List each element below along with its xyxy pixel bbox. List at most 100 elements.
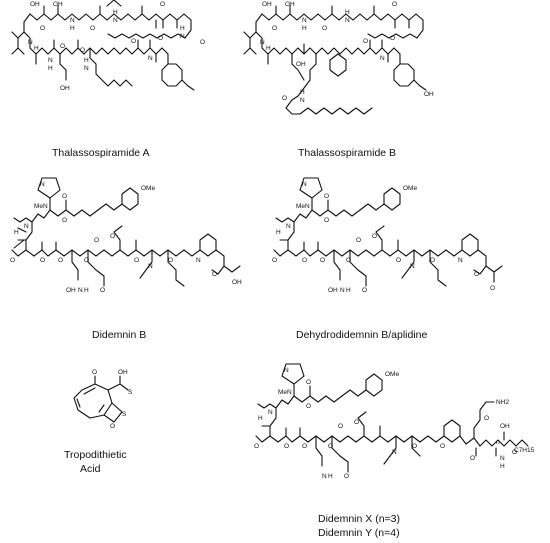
- atom-label: H: [500, 463, 505, 470]
- atom-label: O: [62, 193, 67, 200]
- caption-line: Tropodithietic: [64, 449, 127, 461]
- atom-label: O: [306, 379, 311, 386]
- atom-label: OMe: [403, 185, 417, 192]
- atom-label: H: [345, 9, 350, 16]
- atom-label: H: [328, 473, 333, 480]
- atom-label: S: [122, 411, 127, 418]
- caption-line: Acid: [80, 463, 101, 475]
- atom-label: O: [430, 257, 435, 264]
- atom-label: N: [78, 287, 83, 294]
- caption-line: Thalassospiramide A: [52, 147, 149, 159]
- atom-label: N: [84, 65, 89, 72]
- caption-thalassospiramide-b: Thalassospiramide B: [298, 147, 396, 159]
- atom-label: N: [70, 17, 75, 24]
- structure-dehydrodidemnin-b: N O O MeN OMe H N O O O O O O O N H O N …: [272, 177, 503, 294]
- atom-label: O: [134, 257, 139, 264]
- atom-label: O: [362, 287, 367, 294]
- atom-label: OH: [296, 61, 306, 68]
- atom-label: O: [396, 257, 401, 264]
- atom-label: H: [346, 287, 351, 294]
- atom-label: N: [302, 17, 307, 24]
- atom-label: O: [372, 233, 377, 240]
- atom-label: O: [440, 443, 445, 450]
- atom-label: N: [24, 223, 29, 230]
- atom-label: O: [168, 257, 173, 264]
- atom-label: O: [10, 257, 15, 264]
- atom-label: O: [131, 38, 136, 45]
- atom-label: OH: [424, 91, 434, 98]
- atom-label: O: [412, 443, 417, 450]
- atom-label: O: [363, 38, 368, 45]
- atom-label: N: [322, 473, 327, 480]
- atom-label: N: [380, 55, 385, 62]
- atom-label: O: [254, 443, 259, 450]
- atom-label: H: [70, 25, 75, 32]
- atom-label: N: [148, 263, 153, 270]
- atom-label: O: [302, 443, 307, 450]
- atom-label: O: [40, 25, 45, 32]
- atom-label: H: [113, 9, 118, 16]
- atom-label: N: [410, 263, 415, 270]
- caption-dehydrodidemnin-b: Dehydrodidemnin B/aplidine: [296, 329, 427, 341]
- atom-label: H: [84, 57, 89, 64]
- atom-label: N: [345, 17, 350, 24]
- atom-label: H: [300, 89, 305, 96]
- atom-label: O: [356, 237, 361, 244]
- atom-label: O: [484, 415, 489, 422]
- atom-label: OH: [66, 287, 76, 294]
- structure-didemnin-b: N O O MeN OMe H N O O O O O O O N H O N …: [10, 177, 242, 294]
- atom-label: O: [200, 39, 205, 46]
- atom-label: N: [392, 449, 397, 456]
- atom-label: OMe: [385, 371, 399, 378]
- caption-didemnin-x-y: Didemnin X (n=3) Didemnin Y (n=4): [318, 513, 400, 539]
- atom-label: H: [276, 229, 281, 236]
- atom-label: H: [258, 415, 263, 422]
- atom-label: H: [180, 25, 185, 32]
- caption-line: Thalassospiramide B: [298, 147, 396, 159]
- atom-label: O: [158, 35, 163, 42]
- atom-label: OH: [118, 369, 128, 376]
- atom-label: S: [128, 389, 133, 396]
- atom-label: OH: [60, 85, 70, 92]
- atom-label: O: [94, 237, 99, 244]
- atom-label: O: [62, 217, 67, 224]
- atom-label: O: [92, 369, 97, 376]
- atom-label: O: [282, 95, 287, 102]
- caption-didemnin-b: Didemnin B: [92, 329, 146, 341]
- atom-label: H: [34, 45, 39, 52]
- atom-label: H: [48, 65, 53, 72]
- atom-label: MeN: [278, 389, 292, 396]
- atom-label: O: [338, 423, 343, 430]
- atom-label: H: [302, 25, 307, 32]
- atom-label: OH: [328, 287, 338, 294]
- atom-label: O: [390, 35, 395, 42]
- structure-didemnin-x-y: N O O MeN OMe H N O O O O O O N H O N O …: [254, 363, 535, 480]
- atom-label: N: [113, 17, 118, 24]
- atom-label: O: [58, 257, 63, 264]
- caption-thalassospiramide-a: Thalassospiramide A: [52, 147, 149, 159]
- atom-label: N: [340, 287, 345, 294]
- atom-label: N: [28, 39, 33, 46]
- atom-label: O: [110, 233, 115, 240]
- atom-label: N: [500, 455, 505, 462]
- atom-label: O: [212, 271, 217, 278]
- atom-label: O: [346, 257, 351, 264]
- atom-label: O: [100, 287, 105, 294]
- caption-line: Didemnin X (n=3): [318, 513, 400, 525]
- atom-label: O: [354, 419, 359, 426]
- atom-label: OH: [285, 1, 295, 8]
- atom-label: O: [84, 257, 89, 264]
- atom-label: O: [40, 257, 45, 264]
- structure-tropodithietic-acid: O OH S S O: [73, 369, 133, 430]
- atom-label: N: [260, 39, 265, 46]
- atom-label: N: [268, 409, 273, 416]
- atom-label: O: [324, 193, 329, 200]
- caption-tropodithietic-acid: Tropodithietic Acid: [64, 449, 127, 475]
- atom-label: H: [266, 45, 271, 52]
- atom-label: O: [272, 257, 277, 264]
- atom-label: C7H15: [514, 447, 535, 454]
- atom-label: O: [60, 43, 65, 50]
- atom-label: N: [300, 97, 305, 104]
- atom-label: N: [48, 57, 53, 64]
- atom-label: n: [496, 439, 500, 446]
